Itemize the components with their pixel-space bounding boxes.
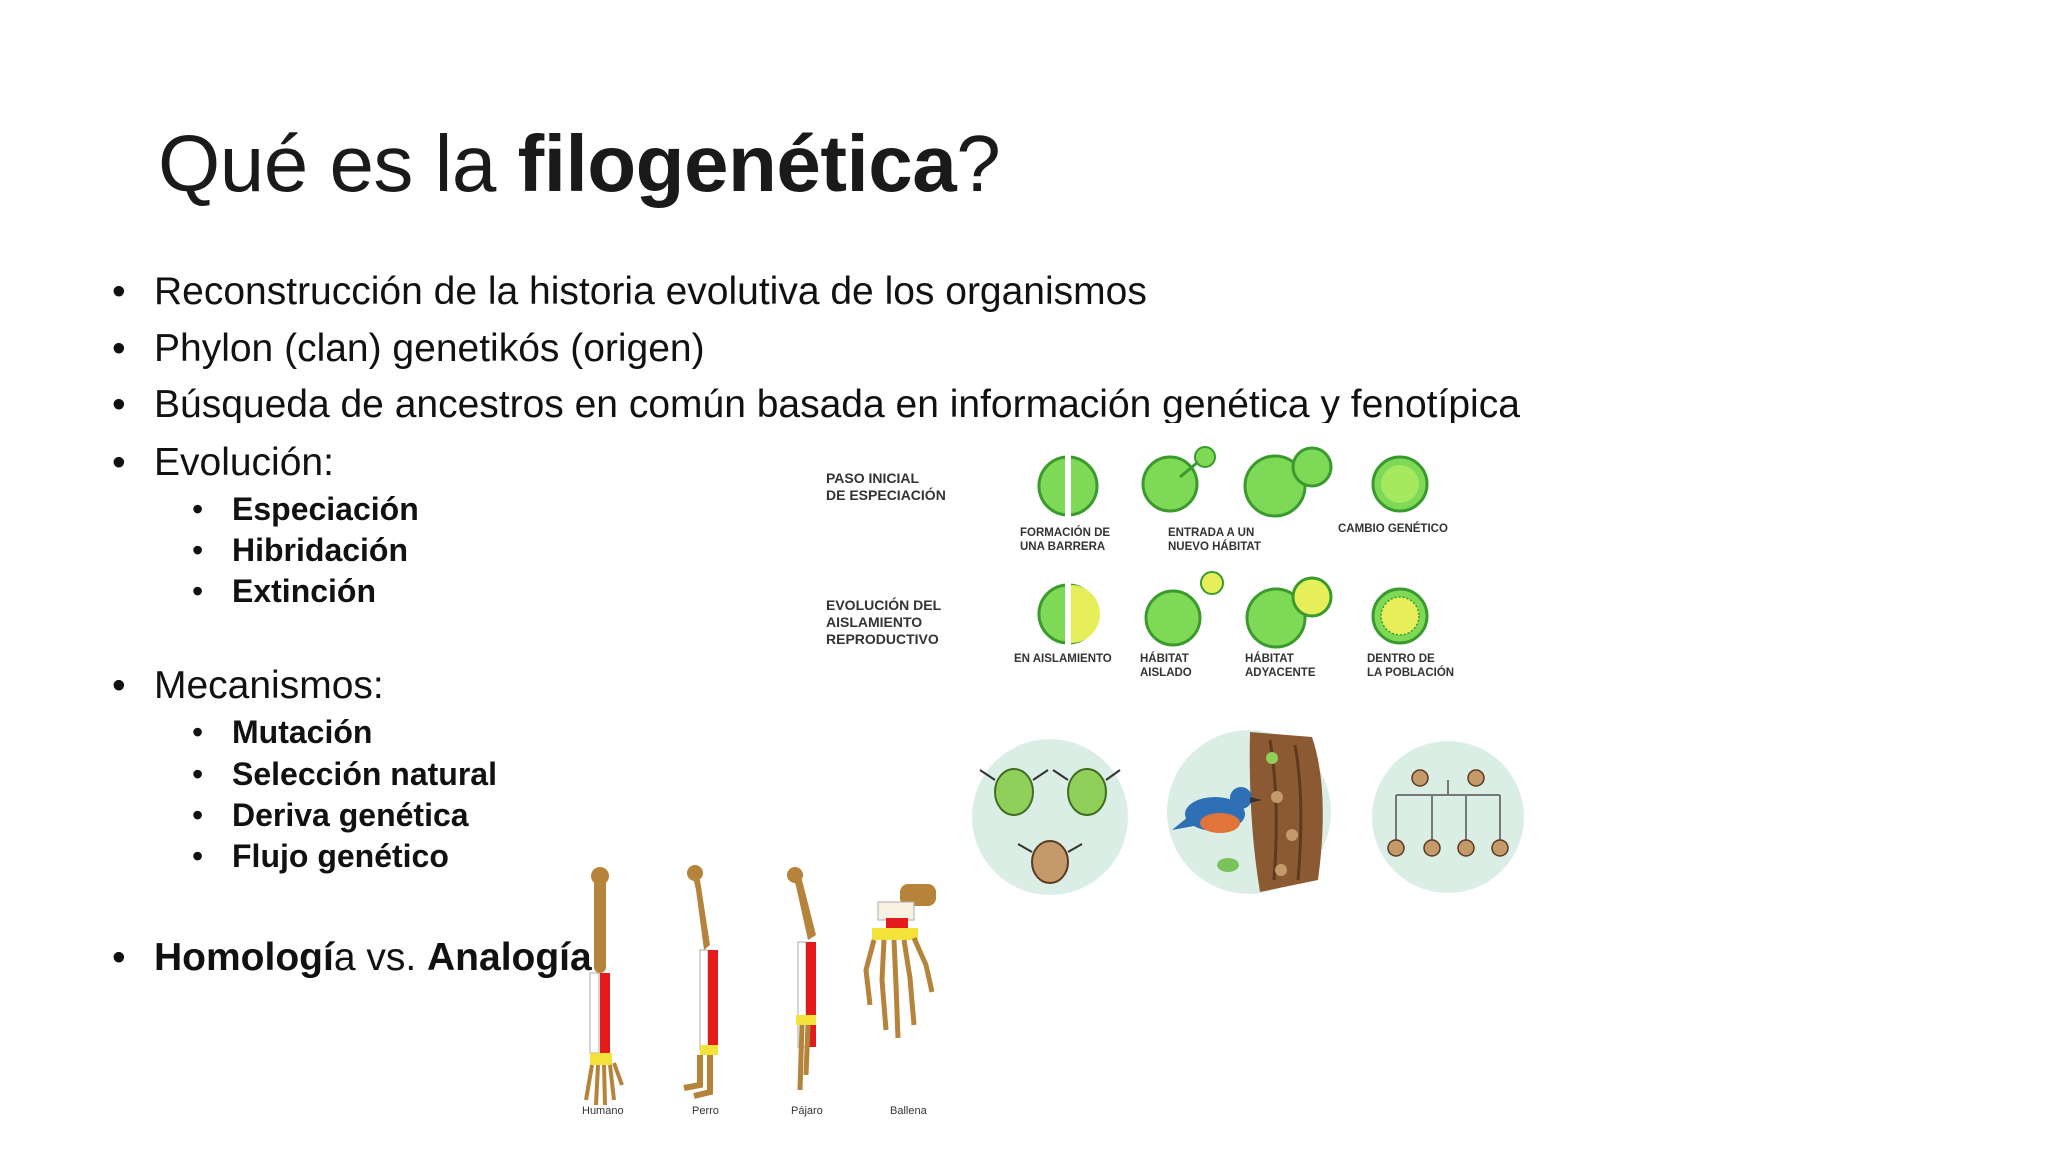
row2-heading-line: AISLAMIENTO: [826, 614, 923, 630]
dog-leg-icon: [683, 865, 718, 1099]
row1-heading: PASO INICIAL DE ESPECIACIÓN: [826, 470, 946, 504]
title-suffix: ?: [956, 119, 1001, 208]
sub-text: Extinción: [232, 573, 377, 609]
whale-flipper-icon: [863, 884, 936, 1039]
caption-aislamiento: EN AISLAMIENTO: [1014, 652, 1112, 666]
caption-line: DENTRO DE: [1367, 653, 1435, 665]
bullet-dot: •: [112, 327, 126, 370]
bird-tree-circle-icon: [1167, 730, 1331, 894]
sub-text: Selección natural: [232, 756, 497, 792]
bullet-dot: •: [192, 756, 204, 792]
caption-ballena: Ballena: [890, 1105, 927, 1117]
bullet-text: Homología vs. Analogía: [154, 936, 592, 980]
caption-line: LA POBLACIÓN: [1367, 667, 1455, 679]
bullet-text: Evolución:: [154, 441, 334, 484]
adjacent-habitat-cell-icon: [1245, 576, 1333, 649]
speciation-drawing: [972, 446, 1524, 895]
caption-line: AISLADO: [1140, 667, 1192, 679]
beetles-circle-icon: [972, 739, 1128, 895]
bullet-dot: •: [112, 936, 126, 979]
caption-nuevo-habitat: ENTRADA A UN NUEVO HÁBITAT: [1168, 526, 1261, 554]
barrier-cell-icon: [1037, 455, 1099, 517]
analogia-bold: Analogía: [427, 936, 592, 979]
title-prefix: Qué es la: [158, 119, 518, 208]
limb-drawing: [584, 865, 936, 1106]
bullet-dot: •: [112, 270, 126, 313]
caption-line: CAMBIO GENÉTICO: [1338, 523, 1448, 535]
caption-line: ENTRADA A UN: [1168, 527, 1255, 539]
slide-title: Qué es la filogenética?: [158, 118, 1001, 210]
row1-heading-line: DE ESPECIACIÓN: [826, 487, 946, 503]
bullet-dot: •: [192, 573, 204, 609]
title-keyword: filogenética: [517, 119, 957, 208]
caption-barrera: FORMACIÓN DE UNA BARRERA: [1020, 526, 1110, 554]
sub-text: Mutación: [232, 714, 373, 750]
caption-line: HÁBITAT: [1245, 653, 1294, 665]
bullet-dot: •: [112, 664, 126, 707]
bullet-dot: •: [192, 532, 204, 568]
row2-heading: EVOLUCIÓN DEL AISLAMIENTO REPRODUCTIVO: [826, 597, 941, 648]
bullet-dot: •: [192, 838, 204, 874]
row2-heading-line: EVOLUCIÓN DEL: [826, 597, 942, 613]
bullet-text: Búsqueda de ancestros en común basada en…: [154, 383, 1520, 423]
within-population-cell-icon: [1371, 587, 1429, 645]
caption-line: FORMACIÓN DE: [1020, 527, 1111, 539]
row2-heading-line: REPRODUCTIVO: [826, 631, 939, 647]
speciation-diagram: PASO INICIAL DE ESPECIACIÓN EVOLUCIÓN DE…: [800, 440, 1540, 900]
homologia-bold: Homologí: [154, 936, 334, 979]
bullet-dot: •: [192, 491, 204, 527]
caption-pajaro: Pájaro: [791, 1105, 823, 1117]
caption-line: HÁBITAT: [1140, 653, 1189, 665]
caption-line: NUEVO HÁBITAT: [1168, 541, 1261, 553]
sub-text: Especiación: [232, 491, 419, 527]
bullet-text: Phylon (clan) genetikós (origen): [154, 327, 705, 370]
caption-line: EN AISLAMIENTO: [1014, 653, 1112, 665]
limb-homology-illustration: Humano Perro Pájaro Ballena: [560, 860, 960, 1120]
new-habitat-cell-icon: [1141, 446, 1216, 513]
caption-habitat-adyacente: HÁBITAT ADYACENTE: [1245, 652, 1316, 680]
budding-cell-icon: [1243, 446, 1333, 518]
bullet-text: Mecanismos:: [154, 664, 384, 707]
isolation-cell-icon: [1037, 583, 1100, 645]
caption-line: UNA BARRERA: [1020, 541, 1106, 553]
genetic-change-cell-icon: [1371, 455, 1429, 513]
row1-heading-line: PASO INICIAL: [826, 470, 920, 486]
caption-habitat-aislado: HÁBITAT AISLADO: [1140, 652, 1192, 680]
bullet-dot: •: [112, 441, 126, 484]
sub-text: Hibridación: [232, 532, 409, 568]
bullet-dot: •: [112, 383, 126, 423]
bullet-text: Reconstrucción de la historia evolutiva …: [154, 270, 1147, 313]
caption-line: ADYACENTE: [1245, 667, 1316, 679]
caption-cambio-genetico: CAMBIO GENÉTICO: [1338, 522, 1448, 536]
homologia-plain: a vs.: [333, 936, 428, 979]
human-arm-icon: [584, 867, 624, 1106]
bullet-dot: •: [192, 714, 204, 750]
sub-text: Deriva genética: [232, 797, 469, 833]
caption-dentro-poblacion: DENTRO DE LA POBLACIÓN: [1367, 652, 1454, 680]
isolated-habitat-cell-icon: [1144, 571, 1224, 647]
caption-humano: Humano: [582, 1105, 624, 1117]
bullet-busqueda-clip: • Búsqueda de ancestros en común basada …: [112, 383, 1572, 423]
caption-perro: Perro: [692, 1105, 719, 1117]
bullet-dot: •: [192, 797, 204, 833]
bird-wing-icon: [787, 867, 816, 1091]
sub-text: Flujo genético: [232, 838, 449, 874]
population-tree-circle-icon: [1372, 741, 1524, 893]
